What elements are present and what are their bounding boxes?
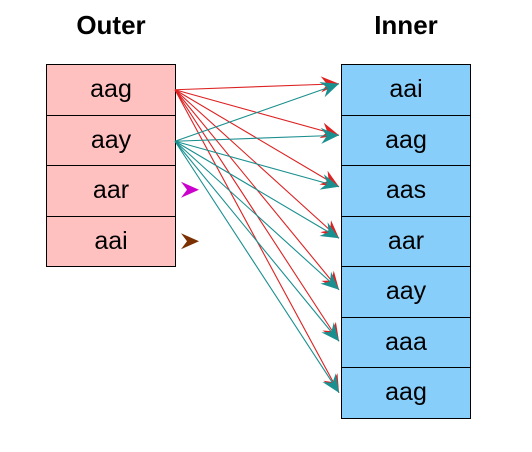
arrowhead bbox=[319, 222, 339, 239]
inner-cell-aag: aag bbox=[341, 114, 471, 166]
link-line bbox=[174, 134, 340, 142]
arrowhead bbox=[321, 322, 339, 342]
arrowhead bbox=[320, 127, 339, 144]
arrowhead bbox=[320, 271, 339, 290]
inner-title: Inner bbox=[374, 10, 438, 40]
link-line bbox=[174, 140, 340, 342]
inner-cell-aaa: aaa bbox=[341, 316, 471, 368]
arrowhead bbox=[319, 174, 339, 190]
link-line bbox=[174, 140, 340, 394]
outer-cell-aai: aai bbox=[46, 215, 176, 267]
link-line bbox=[174, 83, 340, 91]
inner-cell-aai: aai bbox=[341, 64, 471, 116]
inner-column: aai aag aas aar aay aaa aag bbox=[341, 64, 471, 419]
arrowhead bbox=[322, 373, 339, 393]
link-line bbox=[174, 140, 340, 239]
dangling-arrowhead bbox=[181, 233, 199, 250]
inner-cell-aay: aay bbox=[341, 266, 471, 318]
link-line bbox=[174, 140, 340, 291]
outer-cell-aag: aag bbox=[46, 64, 176, 116]
outer-title: Outer bbox=[76, 10, 146, 40]
link-line bbox=[174, 140, 340, 188]
arrowhead bbox=[319, 82, 339, 98]
link-line bbox=[174, 83, 340, 142]
inner-cell-aag-2: aag bbox=[341, 367, 471, 419]
outer-column: aag aay aar aai bbox=[46, 64, 176, 267]
inner-cell-aas: aas bbox=[341, 165, 471, 217]
dangling-arrowhead bbox=[181, 181, 199, 198]
outer-cell-aay: aay bbox=[46, 114, 176, 166]
